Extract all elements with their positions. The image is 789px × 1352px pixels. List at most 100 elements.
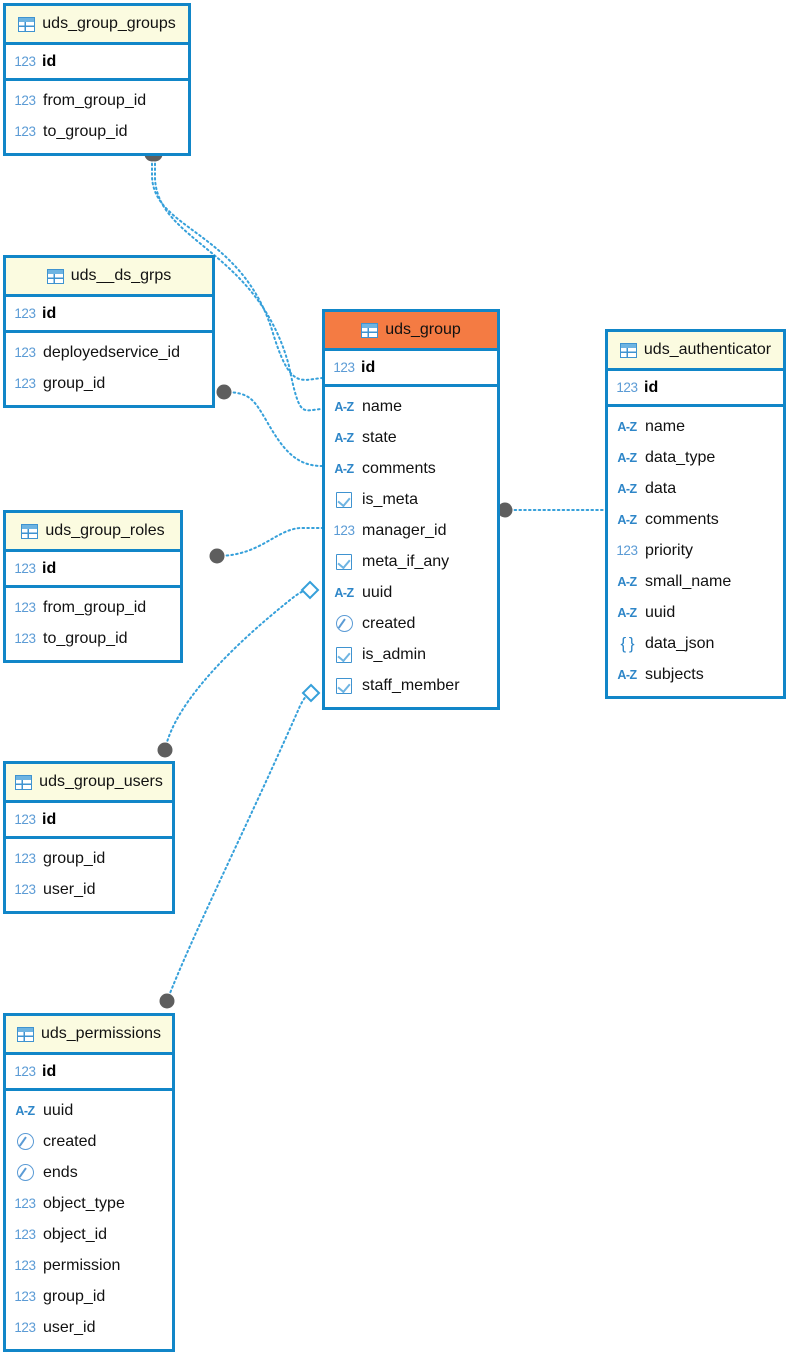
column-row[interactable]: staff_member [325,670,497,701]
checkbox-glyph [336,491,352,508]
number-type-icon: 123 [14,851,36,866]
column-row[interactable]: meta_if_any [325,546,497,577]
column-label: uuid [362,583,393,601]
clock-glyph [16,1164,34,1181]
column-row[interactable]: created [6,1126,172,1157]
column-label: id [42,1062,57,1080]
number-type-icon: 123 [14,1064,36,1079]
column-label: id [42,304,57,322]
column-label: staff_member [362,676,460,694]
number-type-icon: 123 [14,882,36,897]
table-title: uds_permissions [40,1025,162,1042]
column-label: object_type [43,1194,125,1212]
relationship-line [223,391,323,467]
column-row[interactable]: 123 group_id [6,843,172,874]
column-label: data_type [645,448,716,466]
number-type-icon: 123 [14,631,36,646]
table-header-uds__ds_grps[interactable]: uds__ds_grps [6,258,212,294]
table-header-uds_authenticator[interactable]: uds_authenticator [608,332,783,368]
table-header-uds_group_groups[interactable]: uds_group_groups [6,6,188,42]
column-label: object_id [43,1225,108,1243]
column-row[interactable]: created [325,608,497,639]
column-label: priority [645,541,694,559]
column-label: from_group_id [43,598,147,616]
table-title: uds_authenticator [643,341,772,358]
table-header-uds_group[interactable]: uds_group [325,312,497,348]
column-label: group_id [43,1287,106,1305]
clock-glyph [16,1133,34,1150]
checkbox-type-icon [333,490,355,510]
checkbox-type-icon [333,676,355,696]
number-type-icon: 123 [14,600,36,615]
relationship-line [216,527,323,557]
column-label: ends [43,1163,78,1181]
column-label: id [42,810,57,828]
table-title: uds__ds_grps [70,267,172,284]
table-title: uds_group_users [39,773,163,790]
number-type-icon: 123 [14,54,36,69]
relationship-group-roles-to-group-manager [209,527,323,564]
number-type-icon: 123 [14,1258,36,1273]
primary-key-row[interactable]: 123 id [6,1052,172,1091]
json-braces-icon: { } [620,633,634,653]
column-label: id [644,378,659,396]
relationship-endpoint-dot [157,742,173,758]
relationship-group-to-authenticator [497,502,606,518]
table-header-uds_group_users[interactable]: uds_group_users [6,764,172,800]
table-header-uds_group_roles[interactable]: uds_group_roles [6,513,180,549]
table-header-uds_permissions[interactable]: uds_permissions [6,1016,172,1052]
column-row[interactable]: ends [6,1157,172,1188]
column-row[interactable]: { }data_json [608,628,783,659]
column-row[interactable]: is_meta [325,484,497,515]
column-label: group_id [43,849,106,867]
column-row[interactable]: 123 from_group_id [6,592,180,623]
number-type-icon: 123 [14,93,36,108]
text-type-icon: A-Z [617,512,637,527]
column-label: subjects [645,665,704,683]
clock-glyph [335,615,353,632]
column-row[interactable]: is_admin [325,639,497,670]
text-type-icon: A-Z [617,605,637,620]
column-label: created [43,1132,97,1150]
